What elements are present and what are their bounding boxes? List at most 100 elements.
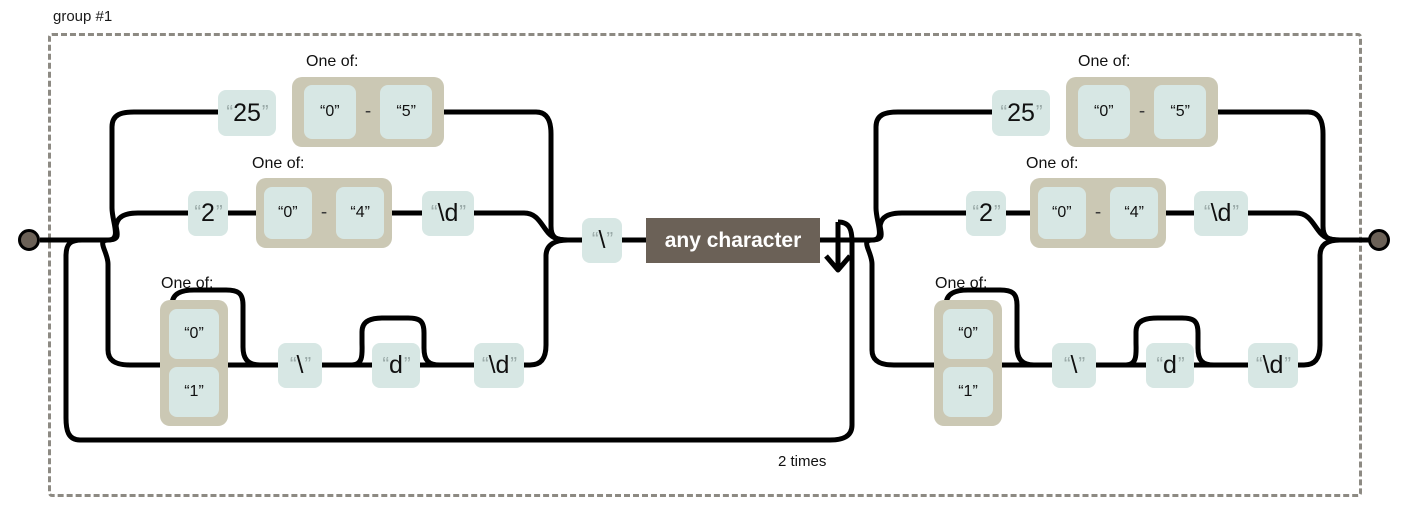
- range-from-value: 0: [325, 103, 335, 120]
- quote-open: “: [226, 101, 233, 124]
- quote-close: ”: [292, 204, 298, 221]
- literal-node-d-right[interactable]: “d”: [1146, 343, 1194, 388]
- option-value: 0: [963, 325, 973, 342]
- literal-node-escape-center[interactable]: “\”: [582, 218, 622, 263]
- option-value: 1: [189, 383, 199, 400]
- one-of-range-to[interactable]: “5”: [380, 85, 433, 139]
- quote-close: ”: [1108, 103, 1114, 120]
- quote-open: “: [184, 383, 190, 400]
- literal-node-backslash-left[interactable]: “\”: [278, 343, 322, 388]
- quote-open: “: [1156, 354, 1163, 376]
- literal-value: \d: [1262, 351, 1284, 379]
- quote-open: “: [184, 325, 190, 342]
- quote-close: ”: [1138, 204, 1144, 221]
- quote-open: “: [1052, 204, 1058, 221]
- literal-node-digit-left-bottom[interactable]: “\d”: [474, 343, 524, 388]
- quote-close: ”: [459, 202, 466, 224]
- quote-open: “: [289, 354, 297, 376]
- one-of-group-right-bottom: “0” “1”: [934, 300, 1002, 426]
- one-of-range-from[interactable]: “0”: [303, 85, 356, 139]
- quote-close: ”: [364, 204, 370, 221]
- one-of-option-0[interactable]: “0”: [943, 309, 993, 359]
- loop-count-label: 2 times: [778, 453, 827, 470]
- one-of-caption-left-bottom: One of:: [161, 275, 214, 292]
- one-of-range-from[interactable]: “0”: [263, 187, 312, 239]
- quote-close: ”: [334, 103, 340, 120]
- range-dash: -: [320, 202, 328, 223]
- quote-open: “: [481, 354, 489, 376]
- quote-close: ”: [1232, 202, 1239, 224]
- one-of-range-from[interactable]: “0”: [1077, 85, 1130, 139]
- quote-close: ”: [198, 383, 204, 400]
- literal-node-digit-left-middle[interactable]: “\d”: [422, 191, 474, 236]
- one-of-caption-left-middle: One of:: [252, 155, 305, 172]
- one-of-option-0[interactable]: “0”: [169, 309, 219, 359]
- literal-node-2-right[interactable]: “2”: [966, 191, 1006, 236]
- literal-node-d-left[interactable]: “d”: [372, 343, 420, 388]
- range-dash: -: [364, 101, 372, 122]
- quote-open: “: [1124, 204, 1130, 221]
- literal-value: d: [389, 351, 403, 379]
- quote-close: ”: [510, 354, 517, 376]
- range-dash: -: [1138, 101, 1146, 122]
- quote-open: “: [382, 354, 389, 376]
- literal-value: \: [296, 351, 304, 379]
- quote-close: ”: [1184, 103, 1190, 120]
- one-of-group-right-middle: “0” - “4”: [1030, 178, 1166, 248]
- range-from-value: 0: [283, 204, 293, 221]
- quote-close: ”: [261, 101, 269, 124]
- option-value: 1: [963, 383, 973, 400]
- quote-close: ”: [972, 325, 978, 342]
- quote-close: ”: [972, 383, 978, 400]
- one-of-group-left-middle: “0” - “4”: [256, 178, 392, 248]
- quote-close: ”: [1078, 354, 1085, 376]
- group-label: group #1: [53, 8, 113, 25]
- literal-value: \d: [488, 351, 510, 379]
- quote-close: ”: [1035, 101, 1043, 124]
- one-of-range-to[interactable]: “4”: [1110, 187, 1159, 239]
- one-of-option-1[interactable]: “1”: [943, 367, 993, 417]
- quote-open: “: [972, 202, 979, 224]
- quote-close: ”: [198, 325, 204, 342]
- literal-node-25-left[interactable]: “25”: [218, 90, 276, 136]
- quote-open: “: [350, 204, 356, 221]
- literal-node-backslash-right[interactable]: “\”: [1052, 343, 1096, 388]
- one-of-range-from[interactable]: “0”: [1037, 187, 1086, 239]
- one-of-caption-right-middle: One of:: [1026, 155, 1079, 172]
- literal-node-digit-right-middle[interactable]: “\d”: [1194, 191, 1248, 236]
- quote-close: ”: [1284, 354, 1291, 376]
- one-of-caption-right-bottom: One of:: [935, 275, 988, 292]
- range-from-value: 0: [1057, 204, 1067, 221]
- one-of-caption-right-top: One of:: [1078, 53, 1131, 70]
- quote-open: “: [396, 103, 402, 120]
- range-to-value: 5: [401, 103, 411, 120]
- quote-close: ”: [606, 229, 613, 251]
- quote-open: “: [958, 383, 964, 400]
- quote-open: “: [1170, 103, 1176, 120]
- quote-open: “: [591, 229, 599, 251]
- quote-open: “: [1203, 202, 1211, 224]
- range-from-value: 0: [1099, 103, 1109, 120]
- range-to-value: 5: [1175, 103, 1185, 120]
- literal-node-digit-right-bottom[interactable]: “\d”: [1248, 343, 1298, 388]
- one-of-option-1[interactable]: “1”: [169, 367, 219, 417]
- start-terminal: [18, 229, 40, 251]
- literal-value: 2: [979, 199, 993, 227]
- one-of-caption-left-top: One of:: [306, 53, 359, 70]
- quote-open: “: [1094, 103, 1100, 120]
- literal-value: \: [598, 226, 606, 254]
- literal-value: 2: [201, 199, 215, 227]
- one-of-range-to[interactable]: “5”: [1154, 85, 1207, 139]
- literal-value: 25: [233, 98, 261, 127]
- literal-value: \: [1070, 351, 1078, 379]
- quote-open: “: [1000, 101, 1007, 124]
- literal-node-25-right[interactable]: “25”: [992, 90, 1050, 136]
- range-to-value: 4: [355, 204, 365, 221]
- one-of-range-to[interactable]: “4”: [336, 187, 385, 239]
- any-character-node[interactable]: any character: [646, 218, 820, 263]
- option-value: 0: [189, 325, 199, 342]
- quote-close: ”: [304, 354, 311, 376]
- literal-node-2-left[interactable]: “2”: [188, 191, 228, 236]
- quote-close: ”: [1177, 354, 1185, 376]
